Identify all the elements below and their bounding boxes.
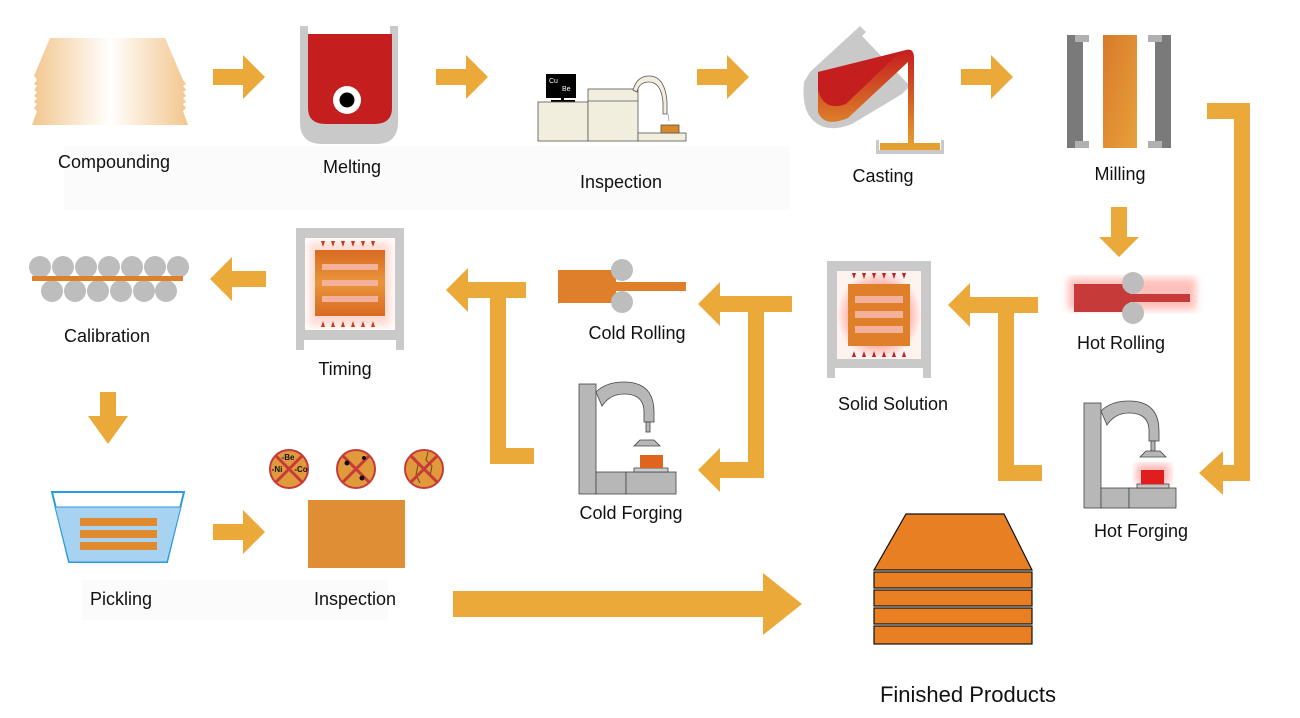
arrow-right-icon xyxy=(436,55,488,99)
step-label-cold-forging: Cold Forging xyxy=(579,503,683,523)
no-crack-badge-icon xyxy=(404,449,444,489)
step-label-compounding: Compounding xyxy=(57,152,171,172)
arrow-right-icon xyxy=(697,55,749,99)
step-label-inspection-1: Inspection xyxy=(579,172,663,192)
arrow-right-icon xyxy=(961,55,1013,99)
screen-text-be: Be xyxy=(562,86,571,93)
step-label-solid-solution: Solid Solution xyxy=(837,394,949,414)
arrow-bracket-icon xyxy=(1199,103,1250,495)
step-label-milling: Milling xyxy=(1094,164,1146,184)
spectrometer-icon: Cu Be xyxy=(537,74,687,142)
no-impurity-badge-icon: -Be -Ni -Co xyxy=(269,449,309,489)
step-label-cold-rolling: Cold Rolling xyxy=(588,323,686,343)
acid-bath-icon xyxy=(50,491,186,563)
badge-text-be: -Be xyxy=(282,453,295,462)
arrow-right-icon xyxy=(213,55,265,99)
cold-press-icon xyxy=(578,381,677,495)
plate-stack-icon xyxy=(872,513,1033,645)
no-inclusion-badge-icon xyxy=(336,449,376,489)
step-label-hot-rolling: Hot Rolling xyxy=(1076,333,1166,353)
crucible-icon xyxy=(300,26,398,144)
heat-arrows xyxy=(852,273,906,357)
step-label-hot-forging: Hot Forging xyxy=(1093,521,1189,541)
step-label-timing: Timing xyxy=(318,359,372,379)
aging-furnace-icon xyxy=(296,228,404,350)
spectrometer-screen xyxy=(546,74,576,98)
plate-inspection-icon: -Be -Ni -Co xyxy=(269,449,444,568)
badge-text-ni: -Ni xyxy=(272,465,283,474)
step-label-inspection-2: Inspection xyxy=(313,589,397,609)
step-label-calibration: Calibration xyxy=(63,326,151,346)
milling-icon xyxy=(1067,35,1171,148)
furnace-icon xyxy=(827,261,931,378)
hot-rollers-icon xyxy=(1068,272,1196,324)
step-label-melting: Melting xyxy=(322,157,382,177)
label-band-bottom xyxy=(82,580,388,620)
arrow-bracket-icon xyxy=(948,283,1042,481)
step-label-finished-products: Finished Products xyxy=(879,682,1057,707)
arrow-right-icon xyxy=(213,510,265,554)
arrow-right-large-icon xyxy=(453,573,802,635)
screen-text-cu: Cu xyxy=(549,78,558,85)
arrow-left-icon xyxy=(210,257,266,301)
layered-stack-icon xyxy=(32,38,188,125)
arrow-bracket-icon xyxy=(698,282,792,492)
flow-arrows xyxy=(88,55,1250,635)
cold-rollers-icon xyxy=(558,259,686,313)
label-band-top xyxy=(64,146,790,210)
step-label-casting: Casting xyxy=(852,166,914,186)
badge-text-co: -Co xyxy=(294,465,307,474)
step-label-pickling: Pickling xyxy=(89,589,153,609)
heat-arrows xyxy=(321,241,375,327)
arrow-down-icon xyxy=(88,392,128,444)
arrow-bracket-icon xyxy=(446,268,534,464)
arrow-down-icon xyxy=(1099,207,1139,257)
hot-press-icon xyxy=(1083,400,1177,509)
leveling-rollers-icon xyxy=(29,256,189,302)
pouring-ladle-icon xyxy=(803,26,944,154)
